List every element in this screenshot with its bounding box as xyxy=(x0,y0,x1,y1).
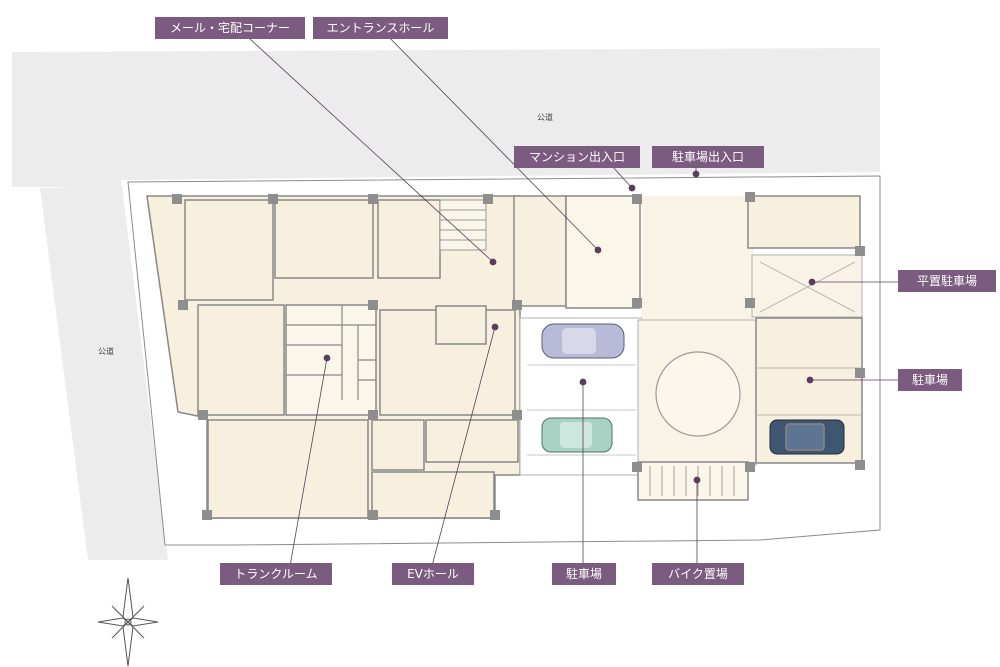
road-label-west: 公道 xyxy=(98,347,114,356)
label-bike-parking: バイク置場 xyxy=(652,563,744,585)
compass-rose-icon xyxy=(97,577,159,667)
bike-parking-area xyxy=(637,461,749,501)
label-entrance-hall: エントランスホール xyxy=(313,17,448,39)
turntable xyxy=(655,351,741,437)
car-icon-purple xyxy=(541,323,625,359)
parking-center-area xyxy=(519,317,643,476)
label-parking-center: 駐車場 xyxy=(552,563,616,585)
car-icon-green xyxy=(541,417,613,453)
label-mansion-entrance: マンション出入口 xyxy=(514,146,640,168)
road-label-north: 公道 xyxy=(537,113,553,122)
trunk-room-lockers xyxy=(286,305,376,400)
building-rooms xyxy=(146,195,641,519)
callout-leaders xyxy=(237,27,898,567)
stairs xyxy=(439,199,487,251)
car-icon-navy xyxy=(769,419,845,455)
driveway-area xyxy=(637,196,757,466)
label-flat-parking: 平置駐車場 xyxy=(898,270,996,292)
label-parking-east: 駐車場 xyxy=(898,369,962,391)
structural-columns xyxy=(172,192,865,520)
label-trunk-room: トランクルーム xyxy=(220,563,332,585)
east-wing xyxy=(747,195,863,464)
label-ev-hall: EVホール xyxy=(392,563,474,585)
label-mail-corner: メール・宅配コーナー xyxy=(155,17,305,39)
label-parking-entrance: 駐車場出入口 xyxy=(652,146,764,168)
